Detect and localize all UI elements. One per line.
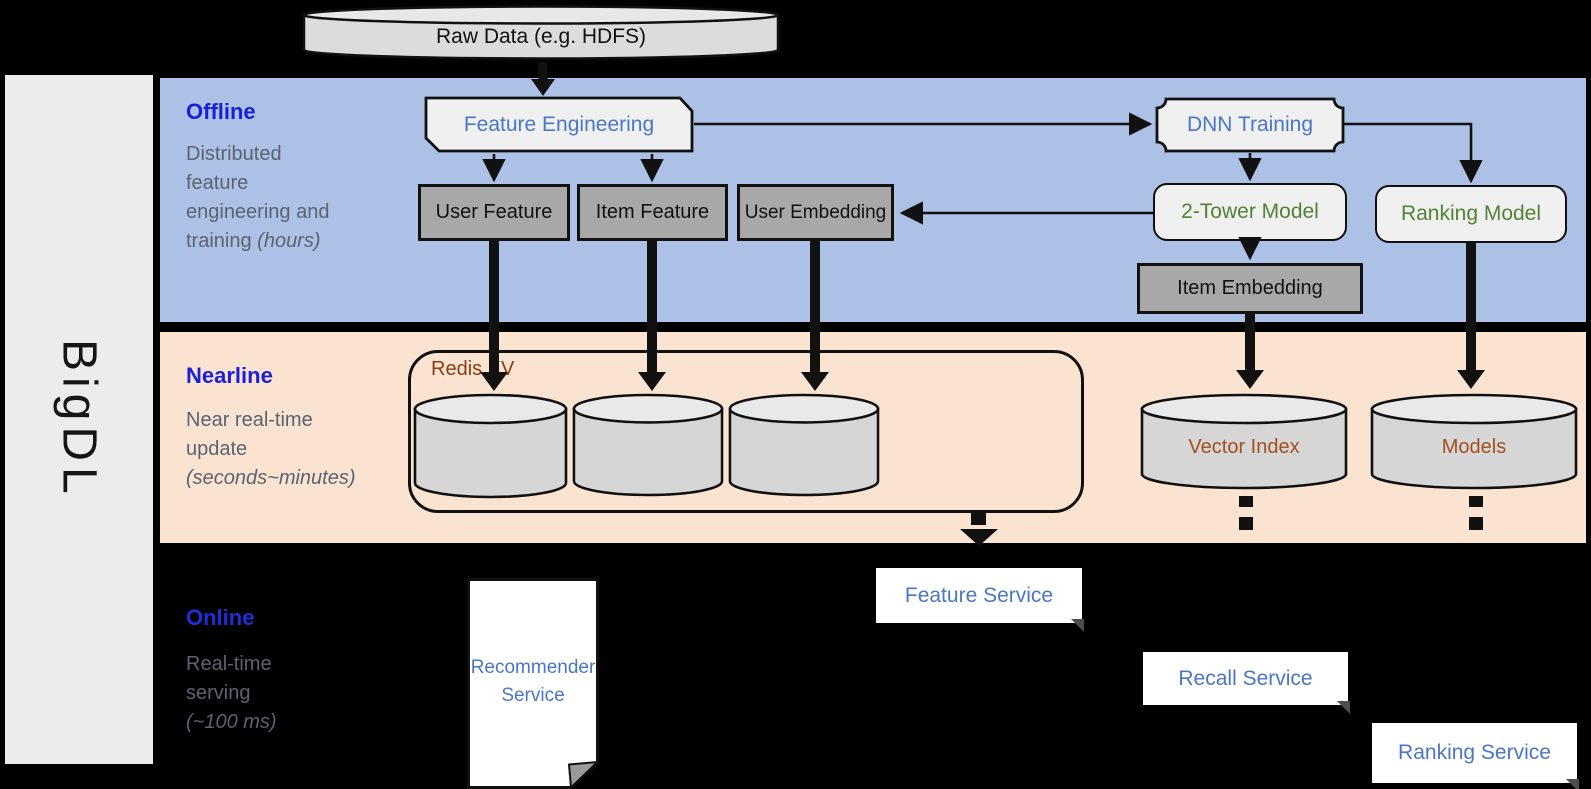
feature-service-node: Feature Service: [876, 568, 1084, 632]
cylinder-shape-icon: [413, 393, 568, 499]
user-feature-node: User Feature: [418, 184, 570, 241]
two-tower-model-label: 2-Tower Model: [1181, 200, 1319, 223]
redis-cylinder-3: [728, 393, 880, 501]
feature-engineering-node: Feature Engineering: [424, 96, 694, 153]
item-embedding-node: Item Embedding: [1137, 263, 1363, 314]
redis-cylinder-1: [413, 393, 568, 501]
dnn-training-label: DNN Training: [1186, 113, 1314, 136]
dnn-training-node: DNN Training: [1155, 97, 1345, 153]
item-feature-node: Item Feature: [577, 184, 728, 241]
folded-corner-icon: [1337, 701, 1350, 714]
recall-service-label: Recall Service: [1178, 666, 1313, 690]
feature-engineering-label: Feature Engineering: [463, 112, 655, 136]
user-embedding-node: User Embedding: [737, 184, 894, 241]
folded-corner-icon: [1566, 779, 1579, 789]
ranking-model-label: Ranking Model: [1400, 202, 1542, 225]
user-feature-label: User Feature: [435, 201, 553, 223]
sidebar-brand-panel: BigDL: [5, 75, 153, 764]
item-embedding-label: Item Embedding: [1177, 277, 1323, 299]
ranking-service-node: Ranking Service: [1372, 723, 1579, 789]
folded-corner-icon: [1071, 619, 1084, 632]
recall-service-node: Recall Service: [1143, 652, 1350, 714]
brand-title: BigDL: [52, 339, 106, 500]
recommender-service-node: Recommender Service: [467, 578, 599, 789]
item-feature-label: Item Feature: [595, 201, 710, 223]
nearline-title: Nearline: [186, 363, 273, 388]
recommender-service-label: Recommender Service: [470, 657, 596, 706]
ranking-service-label: Ranking Service: [1398, 741, 1551, 764]
clipped-rect-shape-icon: [424, 96, 694, 153]
plaque-shape-icon: [1155, 97, 1345, 153]
document-shape-icon: [467, 578, 599, 789]
cylinder-shape-icon: [302, 5, 780, 60]
redis-cylinder-2: [572, 393, 724, 501]
raw-data-cylinder: Raw Data (e.g. HDFS): [302, 5, 780, 62]
vector-index-cylinder: Vector Index: [1140, 392, 1348, 493]
redis-kv-label: Redis KV: [431, 358, 515, 380]
raw-data-label: Raw Data (e.g. HDFS): [435, 25, 647, 48]
feature-service-label: Feature Service: [904, 583, 1054, 607]
models-label: Models: [1441, 436, 1507, 458]
ranking-model-node: Ranking Model: [1375, 185, 1567, 243]
offline-title: Offline: [186, 99, 256, 124]
vector-index-label: Vector Index: [1188, 436, 1300, 458]
two-tower-model-node: 2-Tower Model: [1153, 183, 1347, 241]
user-embedding-label: User Embedding: [744, 201, 887, 223]
cylinder-shape-icon: [728, 393, 880, 497]
cylinder-shape-icon: [1140, 393, 1348, 490]
cylinder-shape-icon: [572, 393, 724, 497]
cylinder-shape-icon: [1370, 393, 1578, 490]
models-cylinder: Models: [1370, 392, 1578, 493]
online-title: Online: [186, 605, 255, 630]
